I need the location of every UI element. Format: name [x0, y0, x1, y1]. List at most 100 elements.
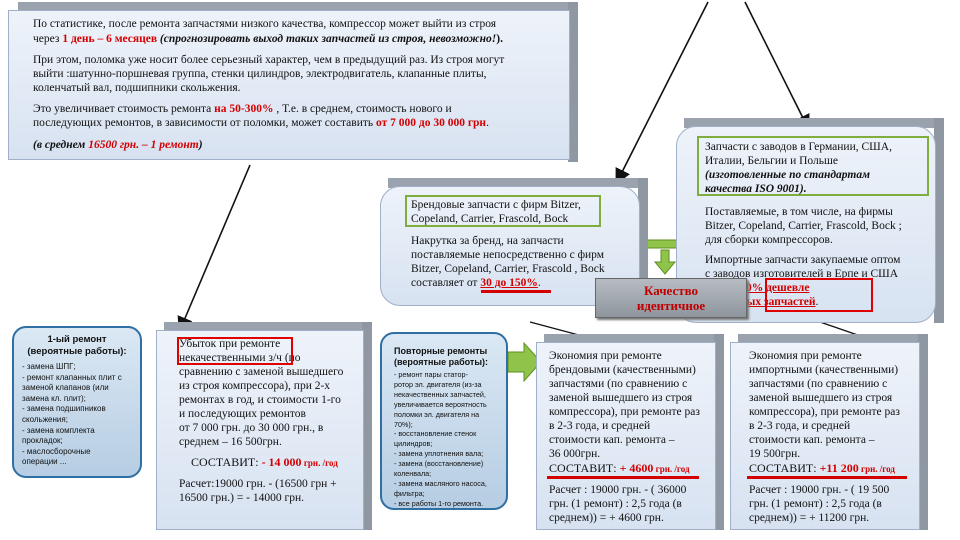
- text: ): [198, 139, 203, 151]
- is-l2: импортными (качественными): [749, 364, 899, 376]
- loss-l5: ремонтах в год, и стоимости 1-го: [179, 394, 341, 406]
- red-text: 16500 грн. – 1 ремонт: [88, 139, 199, 151]
- repeat-repair-item: некачественных запчастей,: [394, 389, 486, 399]
- repeat-repair-item: - замена масляного насоса,: [394, 478, 487, 488]
- red-text: грн. /год: [653, 464, 690, 474]
- top-box-side: [568, 2, 578, 162]
- text: последующих ремонтов, в зависимости от п…: [33, 117, 376, 129]
- germany-t5: с заводов изготовителей в Ерпе и США: [705, 268, 899, 280]
- brand-savings-box: Экономия при ремонте брендовыми (качеств…: [536, 342, 716, 530]
- first-repair-item: - замена подшипников: [22, 404, 106, 414]
- germany-green-3: (изготовленные по стандартам: [705, 169, 870, 181]
- repeat-repair-list: - ремонт пары статор-ротор эл. двигателя…: [394, 370, 487, 509]
- text: СОСТАВИТ:: [749, 461, 820, 475]
- loss-l7: от 7 000 грн. до 30 000 грн., в: [179, 422, 324, 434]
- arrow-to-germany: [744, 1, 810, 131]
- is-l4: заменой вышедшего из строя: [749, 392, 893, 404]
- bs-l4: заменой вышедшего из строя: [549, 392, 693, 404]
- repeat-repair-title-1: Повторные ремонты: [394, 346, 488, 356]
- italic-text: (спрогнозировать выход таких запчастей и…: [157, 33, 497, 45]
- red-text: 30 до 150%: [480, 277, 538, 289]
- is-l6: в 2-3 года, и средней: [749, 420, 851, 432]
- germany-green-2: Италии, Бельгии и Польше: [705, 155, 838, 167]
- text: составляет от: [411, 277, 481, 289]
- repeat-repair-item: коленвала;: [394, 469, 432, 479]
- repeat-repair-item: ротор эл. двигателя (из-за: [394, 379, 482, 389]
- loss-l8: среднем – 16 500грн.: [179, 436, 282, 448]
- brand-t4: составляет от 30 до 150%.: [411, 276, 541, 290]
- top-p2-a: При этом, поломка уже носит более серьез…: [33, 54, 505, 66]
- red-text: - 14 000: [261, 455, 302, 469]
- loss-l4: из строя компрессора), при 2-х: [179, 380, 331, 392]
- red-text: 1 день – 6 месяцев: [62, 33, 158, 45]
- first-repair-item: - замена комплекта: [22, 425, 95, 435]
- bs-underline: [547, 476, 699, 479]
- is-l3: запчастями (по сравнению с: [749, 378, 888, 390]
- loss-box: Убыток при ремонте некачественными з/ч (…: [156, 330, 364, 530]
- germany-t3: для сборки компрессоров.: [705, 234, 833, 246]
- quality-line-2: идентичное: [636, 298, 706, 313]
- repeat-repair-box: Повторные ремонты (вероятные работы): - …: [380, 332, 508, 510]
- import-savings-side: [918, 334, 928, 530]
- first-repair-item: скольжения;: [22, 414, 68, 424]
- bs-l6: в 2-3 года, и средней: [549, 420, 651, 432]
- quality-badge: Качество идентичное: [595, 278, 747, 318]
- germany-highlight: [697, 136, 929, 196]
- bs-l8: 36 000грн.: [549, 448, 601, 460]
- brand-green-1: Брендовые запчасти с фирм Bitzer,: [411, 199, 581, 211]
- brand-savings-side: [714, 334, 724, 530]
- repeat-repair-item: - восстановление стенок: [394, 429, 477, 439]
- first-repair-item: - маслосборочные: [22, 446, 91, 456]
- repeat-repair-item: цилиндров;: [394, 439, 433, 449]
- loss-l3: сравнению с заменой вышедшего: [179, 366, 344, 378]
- repeat-repair-item: 70%);: [394, 419, 413, 429]
- germany-green-4: качества ISO 9001).: [705, 183, 807, 195]
- text: СОСТАВИТ:: [191, 455, 262, 469]
- bs-l1: Экономия при ремонте: [549, 350, 662, 362]
- arrow-to-loss: [177, 164, 251, 333]
- germany-t4: Импортные запчасти закупаемые оптом: [705, 254, 901, 266]
- red-text: грн. /год: [858, 464, 895, 474]
- brand-box-side: [638, 178, 648, 306]
- loss-box-side: [362, 322, 372, 530]
- brand-box-tab: [388, 178, 638, 188]
- loss-total: СОСТАВИТ: - 14 000 грн. /год: [191, 455, 338, 470]
- right-arrow-icon: [507, 341, 542, 383]
- germany-box-tab: [684, 118, 934, 128]
- quality-line-1: Качество: [643, 283, 699, 298]
- germany-green-1: Запчасти с заводов в Германии, США,: [705, 141, 892, 153]
- first-repair-item: прокладок;: [22, 436, 63, 446]
- first-repair-item: операции ...: [22, 457, 67, 467]
- top-p3-a: Это увеличивает стоимость ремонта на 50-…: [33, 102, 452, 116]
- loss-box-tab: [164, 322, 362, 332]
- is-calc-2: грн. (1 ремонт) : 2,5 года (в: [749, 498, 882, 510]
- is-underline: [747, 476, 907, 479]
- is-calc-3: среднем)) = + 11200 грн.: [749, 512, 870, 524]
- text: .: [537, 277, 541, 289]
- import-savings-box: Экономия при ремонте импортными (качеств…: [730, 342, 920, 530]
- text: (в среднем: [33, 139, 89, 151]
- top-p3-c: последующих ремонтов, в зависимости от п…: [33, 116, 489, 130]
- brand-highlight: [405, 195, 601, 227]
- loss-l1: Убыток при ремонте: [179, 338, 281, 350]
- top-p1-a: По статистике, после ремонта запчастями …: [33, 18, 497, 30]
- is-l8: 19 500грн.: [749, 448, 801, 460]
- repeat-repair-item: поломки эл. двигателя на: [394, 409, 480, 419]
- top-p4: (в среднем 16500 грн. – 1 ремонт): [33, 138, 203, 152]
- text: Это увеличивает стоимость ремонта: [33, 103, 215, 115]
- text: , Т.е. в среднем, стоимость нового и: [273, 103, 452, 115]
- is-calc-1: Расчет : 19000 грн. - ( 19 500: [749, 484, 890, 496]
- top-box-tab: [18, 2, 578, 12]
- bs-l2: брендовыми (качественными): [549, 364, 696, 376]
- top-info-box: По статистике, после ремонта запчастями …: [8, 10, 570, 160]
- first-repair-item: замена кл. плит);: [22, 393, 86, 403]
- repeat-repair-item: - замена уплотнения вала;: [394, 449, 484, 459]
- bs-calc-1: Расчет : 19000 грн. - ( 36000: [549, 484, 687, 496]
- red-text: +11 200: [819, 461, 859, 475]
- text: некачественными з/ч: [179, 352, 282, 364]
- text: ).: [496, 33, 503, 45]
- red-text: на 50-300%: [214, 103, 274, 115]
- first-repair-title-2: (вероятные работы):: [27, 346, 127, 357]
- germany-box-side: [934, 118, 944, 323]
